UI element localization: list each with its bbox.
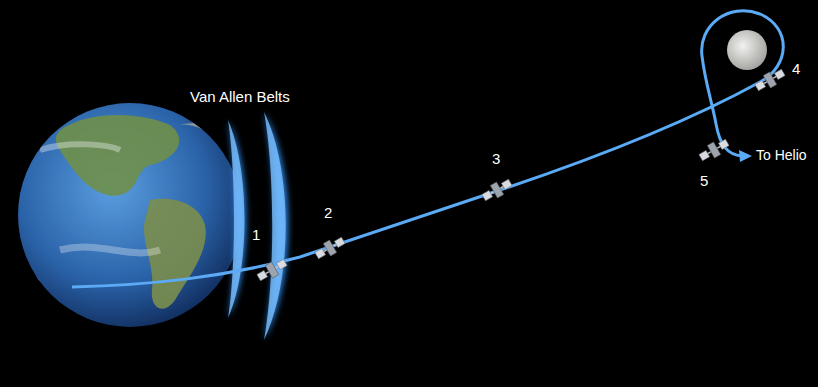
destination-label: To Helio [756,147,807,163]
satellite [313,234,347,262]
moon [727,30,767,70]
satellite [697,136,731,164]
earth [18,103,242,327]
belt-label: Van Allen Belts [190,88,290,105]
callout-number: 2 [324,204,332,221]
arrow-head [739,150,752,162]
van-allen-belts [228,112,288,340]
callout-number: 1 [252,226,260,243]
callout-number: 3 [492,150,500,167]
callout-number: 5 [700,172,708,189]
satellite [255,256,289,284]
trajectory [72,11,783,287]
satellite [480,176,514,204]
satellite [753,66,787,94]
callout-number: 4 [792,60,800,77]
